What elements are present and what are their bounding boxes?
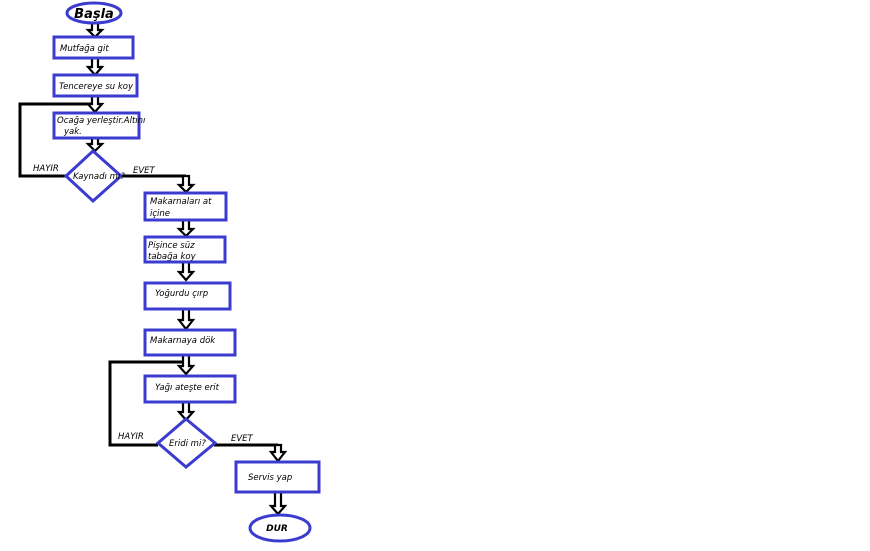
decision-kaynadi-mi-label: Kaynadı mı?: [73, 172, 125, 182]
step-yagi-ateste-erit: [143, 374, 237, 404]
arrow-s5-to-s6: [176, 260, 196, 282]
step-tencereye-su-koy-label: Tencereye su koy: [59, 82, 134, 92]
arrow-s2-to-s3: [85, 94, 105, 114]
arrow-d1-to-s4: [176, 174, 196, 194]
end-label: DUR: [266, 524, 288, 534]
edge-label-kaynadi-evet: EVET: [133, 166, 156, 176]
start-label: Başla: [74, 7, 114, 22]
step-yagi-ateste-erit-label: Yağı ateşte erit: [155, 383, 220, 393]
loop-connector-eridi: [108, 360, 186, 447]
decision-eridi-mi-label: Eridi mi?: [169, 439, 206, 449]
step-makarnaya-dok: [143, 328, 237, 357]
start-terminal: [65, 1, 123, 25]
arrow-s8-to-d2: [176, 400, 196, 422]
step-makarnalari-at-label-1: Makarnaları at: [150, 197, 212, 207]
arrow-s1-to-s2: [85, 56, 105, 77]
arrow-s6-to-s7: [176, 307, 196, 331]
edge-label-kaynadi-hayir: HAYIR: [33, 164, 59, 174]
arrow-s9-to-end: [268, 490, 288, 516]
edge-label-eridi-evet: EVET: [231, 434, 254, 444]
step-makarnaya-dok-label: Makarnaya dök: [150, 336, 216, 346]
arrow-s7-to-s8: [176, 353, 196, 376]
step-yogurdu-cirp-label: Yoğurdu çırp: [155, 289, 208, 299]
step-ocaga-yerlestir-label-2: yak.: [63, 127, 82, 137]
step-yogurdu-cirp: [143, 281, 232, 311]
step-tencereye-su-koy: [52, 73, 139, 98]
arrow-d2-to-s9: [268, 443, 288, 463]
edge-label-eridi-hayir: HAYIR: [118, 432, 144, 442]
end-terminal: [248, 513, 312, 543]
step-mutfaga-git-label: Mutfağa git: [60, 44, 109, 54]
step-pisince-suz: [143, 235, 227, 264]
decision-kaynadi-mi: [63, 148, 124, 204]
step-mutfaga-git: [52, 35, 135, 60]
step-makarnalari-at-label-2: içine: [150, 209, 170, 219]
step-pisince-suz-label-2: tabağa koy: [148, 252, 197, 262]
loop-connector-kaynadi: [18, 102, 95, 178]
step-ocaga-yerlestir: [52, 111, 141, 140]
step-servis-yap: [234, 460, 321, 494]
arrow-s4-to-s5: [176, 218, 196, 238]
step-servis-yap-label: Servis yap: [248, 473, 292, 483]
step-ocaga-yerlestir-label-1: Ocağa yerleştir.Altını: [57, 116, 145, 126]
step-makarnalari-at: [143, 191, 228, 222]
step-pisince-suz-label-1: Pişince süz: [148, 241, 195, 251]
decision-eridi-mi: [155, 417, 218, 469]
